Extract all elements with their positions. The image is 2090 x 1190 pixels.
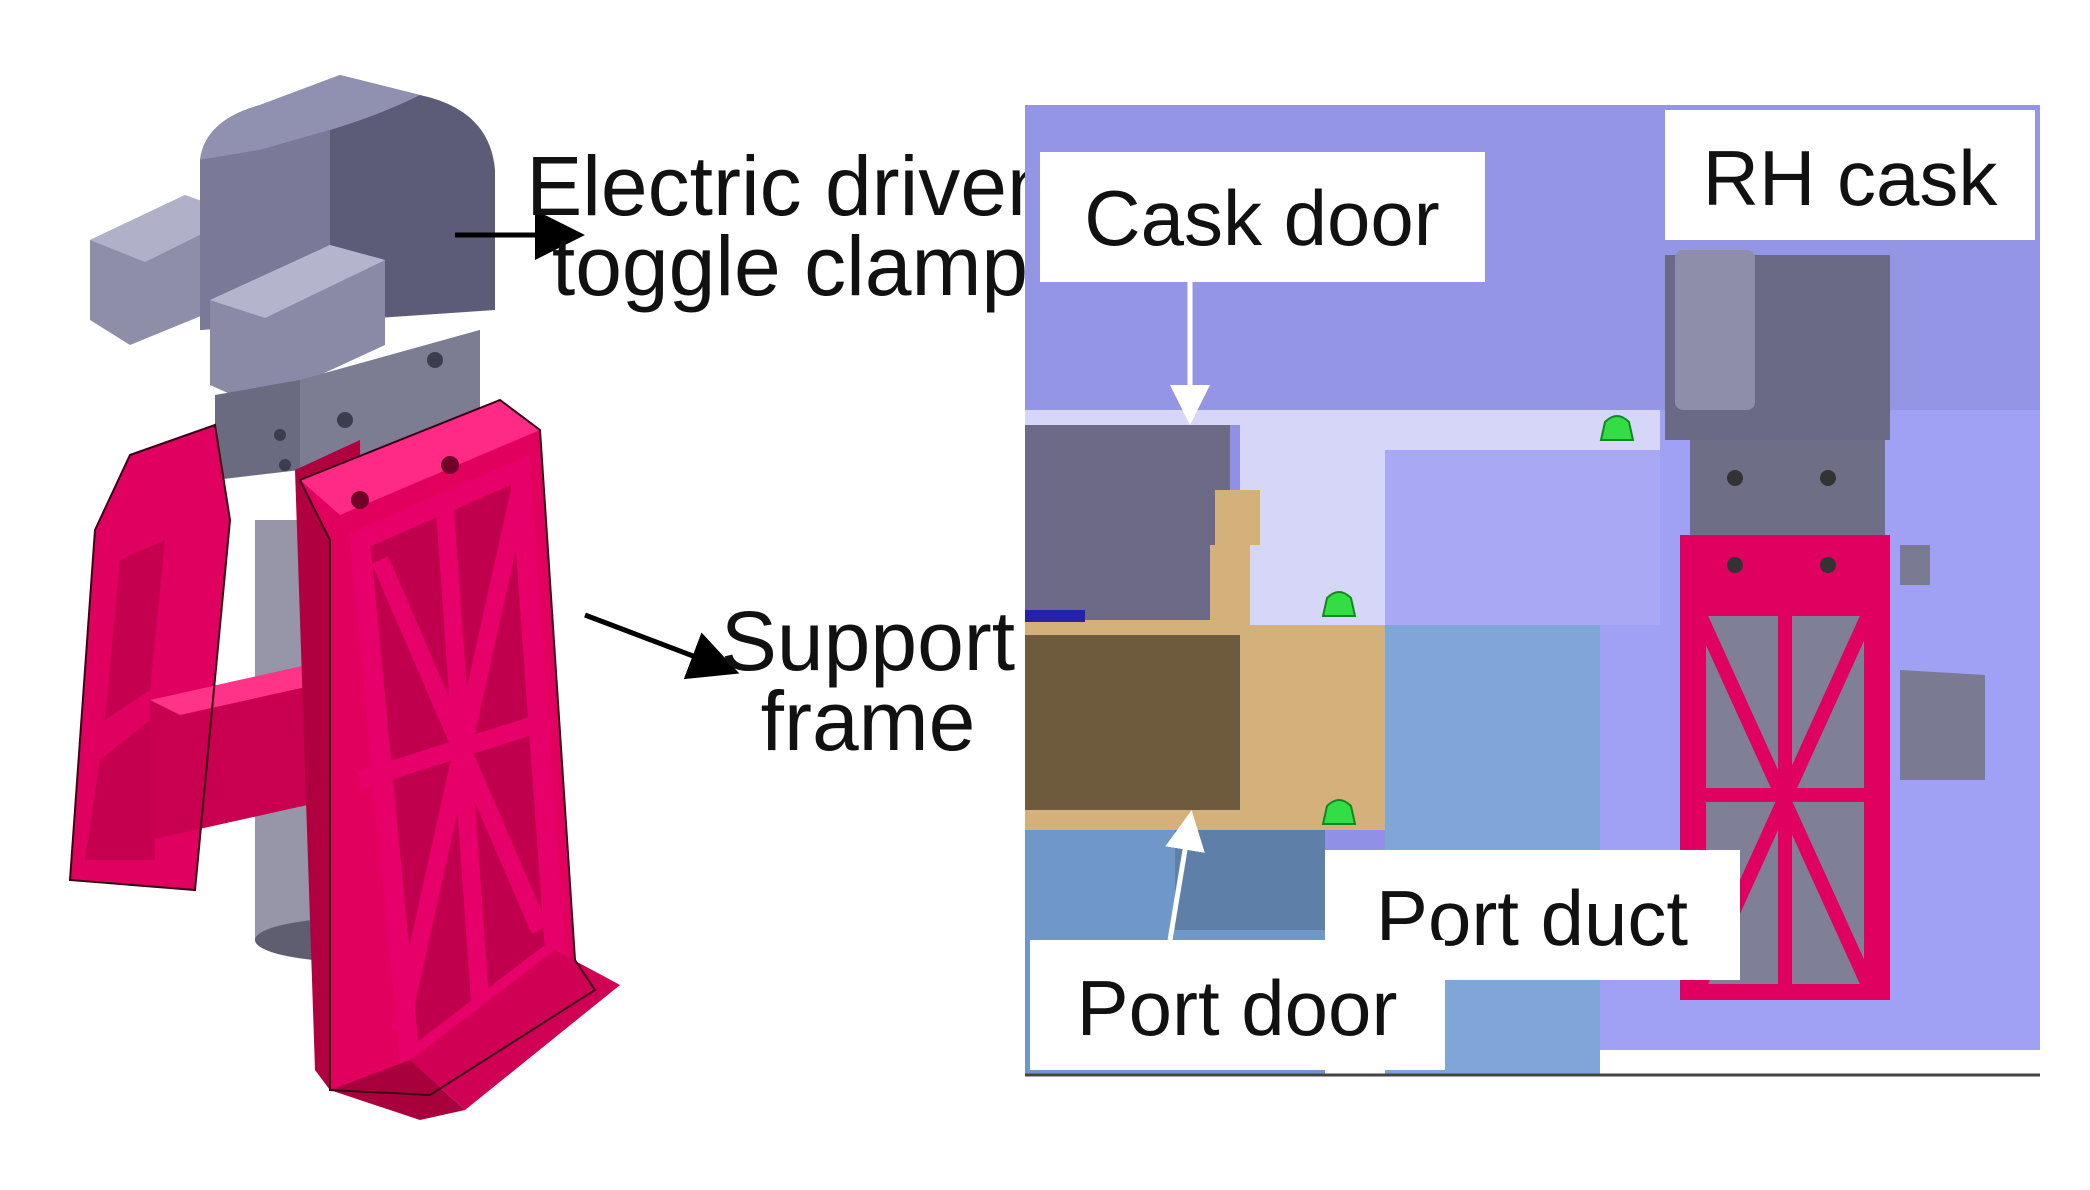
port-door-label-box — [1030, 940, 1445, 1070]
port-door-arrow — [1165, 810, 1205, 941]
support-frame — [68, 398, 620, 1120]
support-label-line2: frame — [761, 674, 976, 768]
cask-door-label: Cask door — [1084, 174, 1440, 262]
seal-markers — [1025, 415, 1635, 825]
clamp-assembly-illustration — [68, 75, 620, 1120]
rh-cask-label: RH cask — [1703, 134, 1999, 222]
port-door-label: Port door — [1077, 964, 1398, 1052]
cask-door-label-box — [1040, 152, 1485, 282]
clamp-label-line1: Electric driven — [526, 139, 1054, 233]
support-label-line1: Support — [721, 594, 1015, 688]
support-arrow — [584, 612, 740, 680]
clamp-label-line2: toggle clamp — [552, 219, 1028, 313]
rh-cask-label-box — [1665, 110, 2035, 240]
